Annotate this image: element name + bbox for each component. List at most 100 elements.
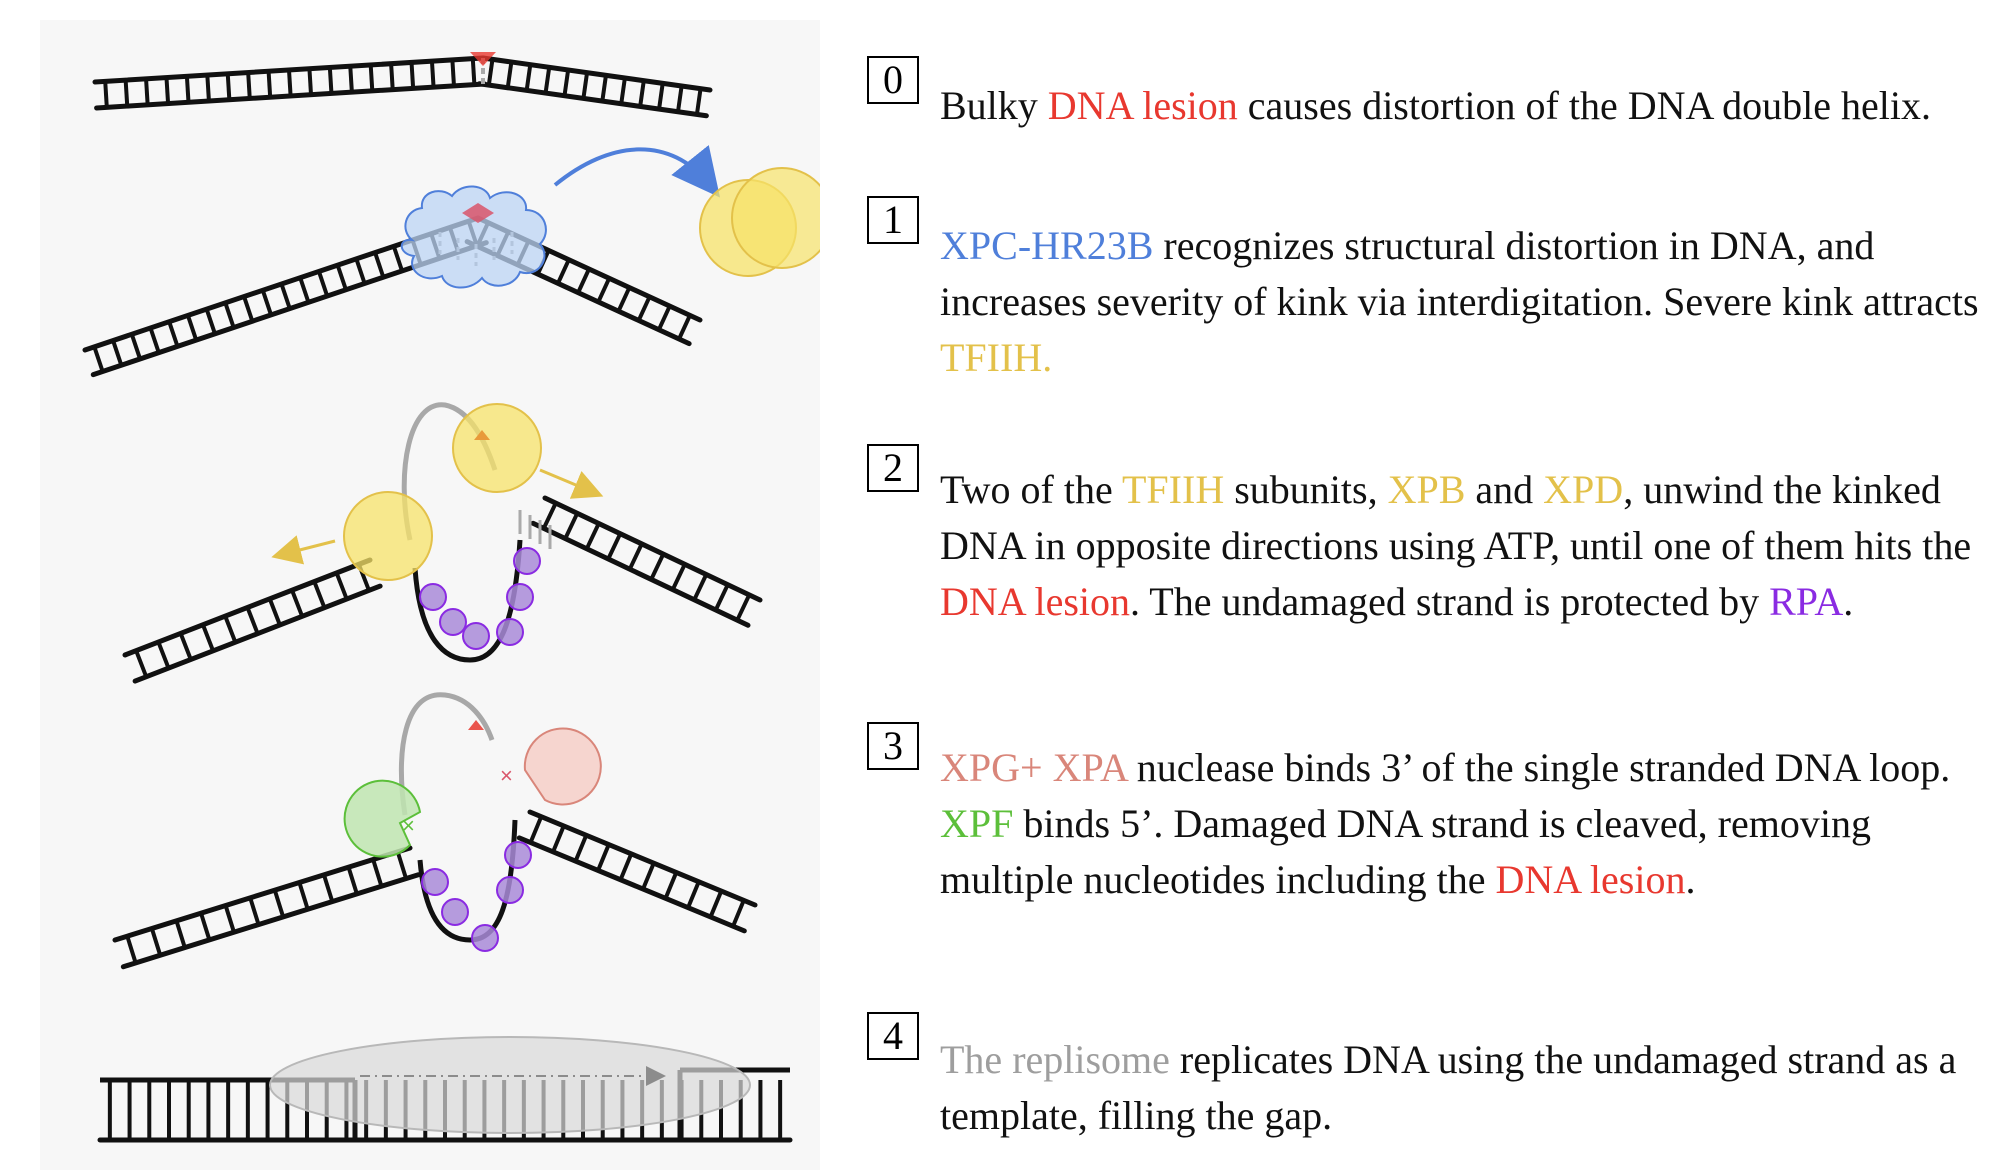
step2-lesion-marker <box>474 430 490 440</box>
dna-base-pair <box>676 85 684 113</box>
dna-strand-bottom <box>476 81 709 119</box>
rpa-protein <box>439 608 467 636</box>
dna-base-pair <box>225 73 232 100</box>
dna-base-pair <box>409 62 416 89</box>
dna-base-pair <box>391 245 404 272</box>
text-segment: XPC-HR23B <box>940 223 1154 268</box>
dna-base-pair <box>663 871 679 900</box>
text-segment: replicates DNA using the undamaged stran… <box>940 1037 1967 1138</box>
xpd-direction-arrow <box>539 468 604 499</box>
dna-base-pair <box>149 927 163 956</box>
text-segment: DNA lesion <box>940 579 1130 624</box>
text-segment: The replisome <box>940 1037 1170 1082</box>
dna-base-pair <box>708 890 724 918</box>
dna-base-pair <box>694 88 703 115</box>
dna-base-pair <box>346 866 359 895</box>
dna-base-pair <box>148 327 161 354</box>
text-segment: . <box>1685 857 1696 902</box>
dna-base-pair <box>123 79 130 107</box>
dna-strand-bottom <box>120 872 421 970</box>
dna-strand-bottom <box>516 835 747 934</box>
dna-base-pair <box>735 594 752 622</box>
dna-base-pair <box>389 63 395 90</box>
step-number-box: 2 <box>867 444 919 492</box>
dna-base-pair <box>373 251 386 278</box>
step0-dna <box>92 55 713 119</box>
dna-base-pair <box>92 346 105 373</box>
dna-base-pair <box>641 862 656 890</box>
text-segment: binds 5’. Damaged DNA strand is cleaved,… <box>940 801 1881 902</box>
step2-dna <box>122 495 763 684</box>
dna-base-pair <box>618 853 634 881</box>
text-segment: , unwind the kinked DNA in opposite dire… <box>940 467 1982 568</box>
dna-base-pair <box>348 66 354 93</box>
dna-base-pair <box>713 583 730 611</box>
dna-base-pair <box>584 522 601 550</box>
dna-strand-top <box>527 809 758 908</box>
dna-base-pair <box>677 314 692 340</box>
text-segment: DNA lesion <box>1047 83 1238 128</box>
dna-base-pair <box>562 69 571 97</box>
dna-base-pair <box>156 641 171 669</box>
step-number-box: 4 <box>867 1012 919 1060</box>
dna-base-pair <box>657 305 672 331</box>
dna-base-pair <box>692 573 709 601</box>
text-segment: DNA lesion <box>1495 857 1686 902</box>
dna-base-pair <box>600 75 608 102</box>
dna-base-pair <box>272 889 286 918</box>
text-segment: XPD <box>1543 467 1624 512</box>
step-description: Bulky DNA lesion causes distortion of th… <box>940 78 1980 134</box>
dna-base-pair <box>164 77 171 104</box>
dna-base-pair <box>144 78 150 105</box>
rpa-protein <box>421 868 449 896</box>
replisome <box>269 1036 751 1134</box>
dna-base-pair <box>298 277 311 303</box>
step-number-box: 0 <box>867 56 919 104</box>
dna-base-pair <box>178 632 193 661</box>
dna-base-pair <box>204 308 217 335</box>
dna-strand-top <box>480 55 713 93</box>
dna-base-pair <box>111 339 124 366</box>
step-description: The replisome replicates DNA using the u… <box>940 1032 1980 1144</box>
dna-base-pair <box>125 935 138 964</box>
dna-base-pair <box>129 333 142 360</box>
xpf-cut-mark: × <box>402 813 415 838</box>
dna-base-pair <box>616 286 632 313</box>
dna-base-pair <box>581 72 590 99</box>
dna-base-pair <box>334 572 349 600</box>
dna-base-pair <box>524 64 533 91</box>
dna-base-pair <box>335 264 348 291</box>
dna-base-pair <box>246 72 252 99</box>
dna-strand-top <box>542 495 763 603</box>
dna-base-pair <box>551 825 566 853</box>
text-segment: causes distortion of the DNA double heli… <box>1237 83 1932 128</box>
tfiih-recruit-arrow <box>553 145 721 198</box>
dna-base-pair <box>627 543 644 571</box>
dna-base-pair <box>619 77 627 105</box>
dna-strand-bottom <box>530 520 751 628</box>
dna-base-pair <box>134 649 149 678</box>
rpa-protein <box>496 618 524 646</box>
dna-base-pair <box>543 67 552 94</box>
xpd-helicase <box>452 403 542 493</box>
dna-base-pair <box>317 270 330 297</box>
dna-base-pair <box>596 277 611 303</box>
dna-strand-top <box>112 845 413 943</box>
dna-base-pair <box>223 615 238 643</box>
rpa-protein <box>513 547 541 575</box>
step-description: Two of the TFIIH subunits, XPB and XPD, … <box>940 462 1980 630</box>
rpa-protein <box>504 841 532 869</box>
dna-base-pair <box>649 553 666 581</box>
step3-damaged-strand-loop <box>398 692 495 816</box>
dna-base-pair <box>297 881 310 910</box>
dna-base-pair <box>731 899 746 927</box>
xpf-nuclease <box>343 779 422 858</box>
text-segment: Two of the <box>940 467 1122 512</box>
text-segment: nuclease binds 3’ of the single stranded… <box>1126 745 1961 790</box>
text-segment: XPF <box>940 801 1014 846</box>
text-segment: RPA <box>1769 579 1844 624</box>
dna-base-pair <box>184 76 191 103</box>
dna-base-pair <box>576 268 591 294</box>
ner-diagram: × × <box>82 52 820 1143</box>
